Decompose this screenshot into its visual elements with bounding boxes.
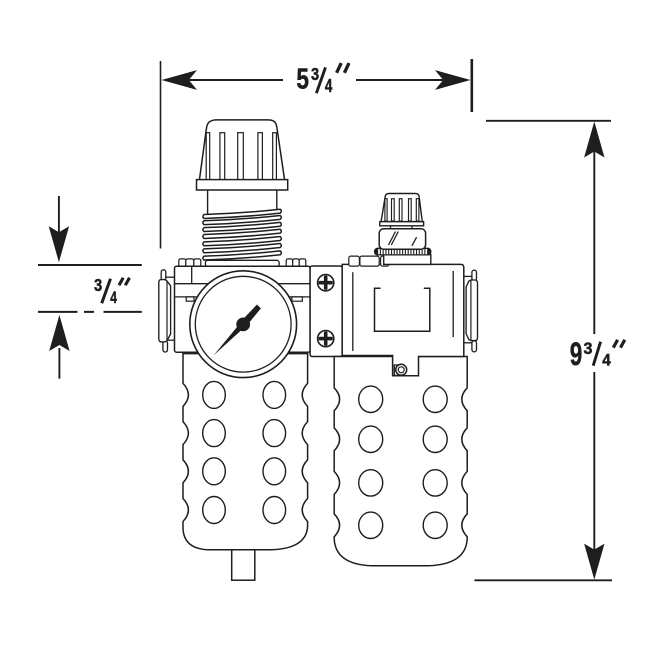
- svg-text:4: 4: [110, 289, 117, 308]
- svg-text:4: 4: [325, 76, 332, 97]
- svg-text:9: 9: [570, 336, 583, 372]
- svg-text:3: 3: [584, 339, 593, 358]
- svg-text:4: 4: [602, 351, 611, 370]
- svg-text:5: 5: [296, 62, 309, 95]
- svg-text:3: 3: [311, 65, 319, 84]
- svg-text:3: 3: [94, 276, 102, 295]
